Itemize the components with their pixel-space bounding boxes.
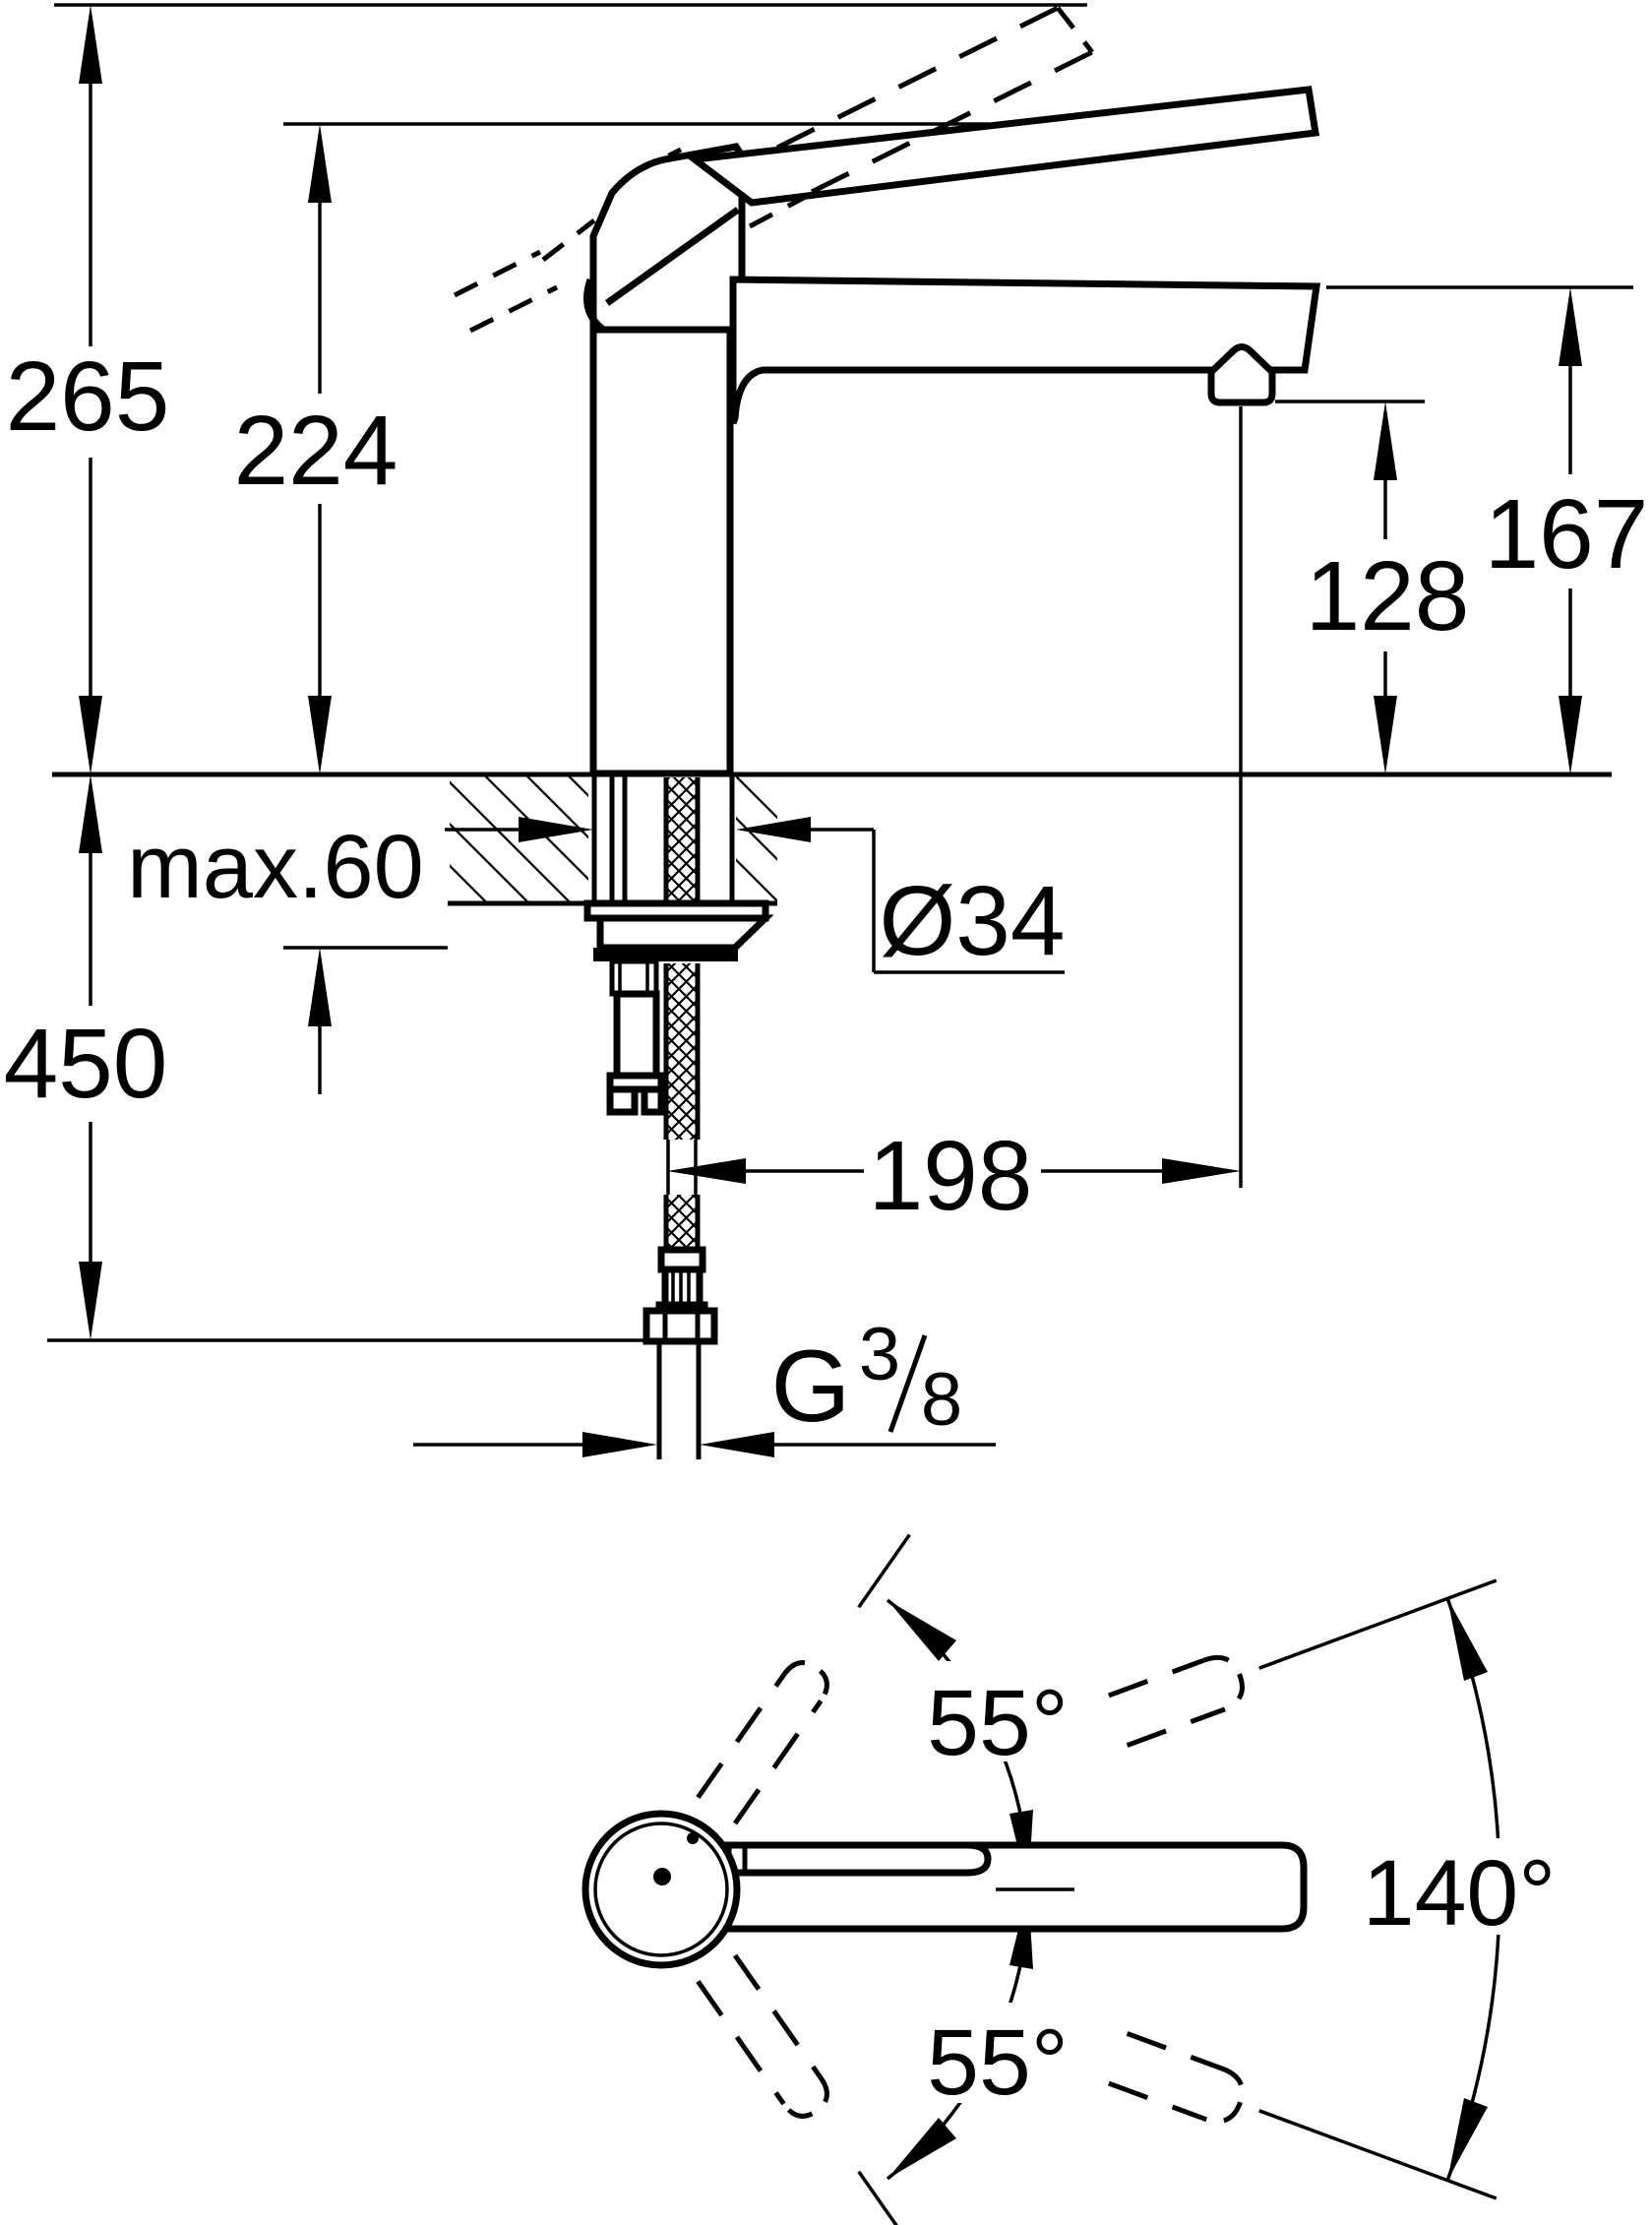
- aerator-outlet: [1207, 343, 1276, 406]
- counter-hatch-right: [736, 776, 777, 901]
- dim-224: 224: [234, 124, 398, 774]
- angle-extension-lines: [857, 1533, 1498, 2225]
- mounting-shank: [591, 776, 735, 901]
- check-valve: [606, 958, 665, 1116]
- angle-55-upper-label: 55°: [927, 1671, 1069, 1775]
- faucet-body: [589, 326, 734, 777]
- thread-g-label: G: [771, 1329, 851, 1444]
- thread-fraction-slash: [887, 1334, 928, 1433]
- handle-dashed-lower: [696, 1953, 829, 2119]
- handle-raised-dashed: [453, 5, 1094, 334]
- dim-thread: G 3 8: [413, 1313, 996, 1457]
- mounting-flange: [583, 899, 774, 961]
- angle-55-lower-label: 55°: [927, 2010, 1069, 2115]
- dim-198: 198: [667, 1121, 1241, 1231]
- dim-450: 450: [4, 774, 168, 1340]
- dim-265: 265: [6, 5, 170, 774]
- dim-198-label: 198: [869, 1121, 1033, 1231]
- dim-224-label: 224: [234, 396, 398, 506]
- handle-plan: [724, 1841, 992, 1877]
- dim-max60-label: max.60: [127, 817, 424, 917]
- spout-dashed-upper: [1108, 1654, 1245, 1748]
- dim-128-label: 128: [1306, 541, 1470, 651]
- body-circle-dot: [687, 1832, 699, 1844]
- mixer-head-joint-line: [604, 207, 741, 306]
- dim-128: 128: [1306, 402, 1470, 774]
- body-circle-inner: [593, 1822, 729, 1957]
- thread-numerator: 3: [859, 1313, 900, 1396]
- label-backplate-swivel: [1370, 1838, 1553, 1935]
- handle-dashed-upper: [696, 1660, 829, 1825]
- hose-end-fitting: [642, 1246, 718, 1459]
- braided-hose: [663, 777, 701, 1250]
- side-view: 265 450 224 max.60 128: [4, 3, 1649, 1459]
- dim-diameter-label: Ø34: [879, 866, 1065, 976]
- dim-450-label: 450: [4, 1009, 168, 1119]
- body-circle-outer: [581, 1810, 741, 1969]
- dim-hole-diameter: Ø34: [445, 817, 1066, 976]
- dim-max60: max.60: [127, 817, 424, 1094]
- dim-265-label: 265: [6, 341, 170, 452]
- connection-nut: [642, 1307, 718, 1345]
- lock-ring: [593, 948, 738, 961]
- handle-lever: [685, 86, 1320, 207]
- angle-140-label: 140°: [1363, 1841, 1557, 1946]
- label-backplate-upper: [925, 1661, 1072, 1761]
- dim-167-label: 167: [1485, 479, 1649, 589]
- label-backplate-lower: [925, 2003, 1072, 2103]
- reference-lines: [47, 3, 1633, 1342]
- spout: [729, 276, 1321, 425]
- top-view: 55° 140° 55°: [581, 1533, 1557, 2225]
- spout-dashed-lower: [1108, 2031, 1245, 2125]
- dim-167: 167: [1485, 287, 1649, 774]
- thread-denominator: 8: [921, 1358, 962, 1442]
- body-center-pin: [653, 1868, 671, 1885]
